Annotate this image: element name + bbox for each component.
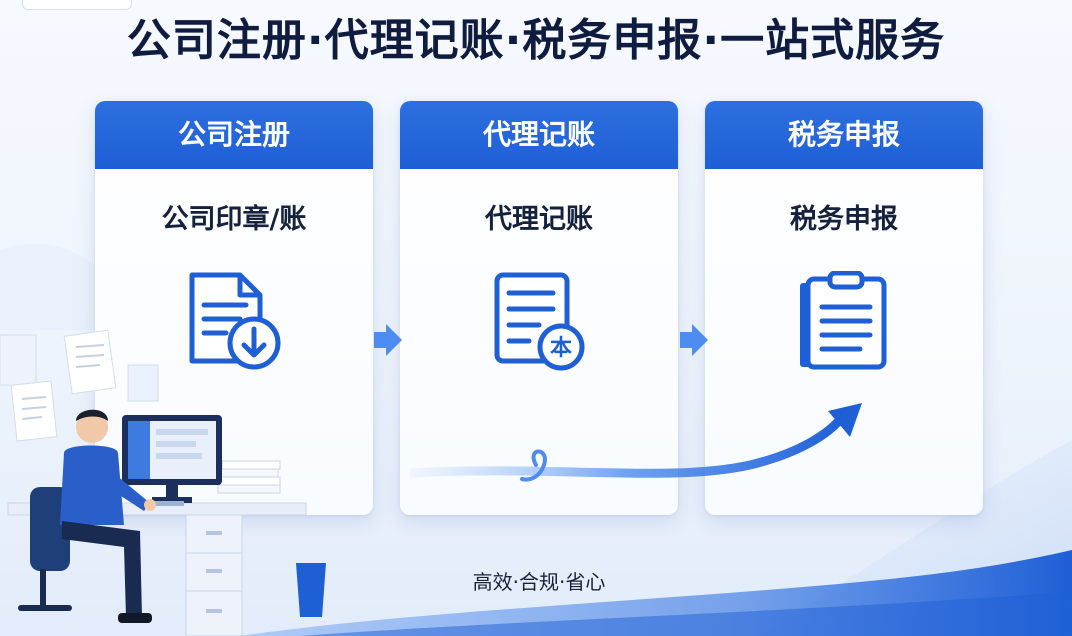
office-worker-illustration bbox=[0, 329, 326, 636]
page-headline: 公司注册·代理记账·税务申报·一站式服务 bbox=[126, 15, 946, 66]
bottom-wave-decoration bbox=[240, 550, 1072, 636]
top-tab-decoration bbox=[22, 0, 132, 10]
service-card-company-registration[interactable]: 公司注册 公司印章/账 bbox=[95, 101, 373, 515]
tagline: 高效·合规·省心 bbox=[472, 570, 606, 594]
arrow-right-icon bbox=[374, 324, 402, 356]
card-header: 税务申报 bbox=[705, 101, 983, 169]
card-subtitle: 税务申报 bbox=[790, 204, 898, 235]
card-header: 公司注册 bbox=[95, 101, 373, 169]
card-subtitle: 公司印章/账 bbox=[161, 204, 307, 235]
service-card-bookkeeping[interactable]: 代理记账 代理记账 本 bbox=[400, 101, 678, 515]
clipboard-icon bbox=[800, 271, 887, 370]
service-card-tax-filing[interactable]: 税务申报 税务申报 bbox=[705, 101, 983, 515]
growth-swoosh-arrow bbox=[410, 403, 862, 482]
document-download-icon bbox=[189, 272, 281, 370]
ledger-badge-text: 本 bbox=[550, 336, 572, 361]
card-subtitle: 代理记账 bbox=[485, 204, 593, 235]
card-header: 代理记账 bbox=[400, 101, 678, 169]
ledger-document-icon: 本 bbox=[494, 272, 585, 371]
arrow-right-icon bbox=[680, 324, 708, 356]
